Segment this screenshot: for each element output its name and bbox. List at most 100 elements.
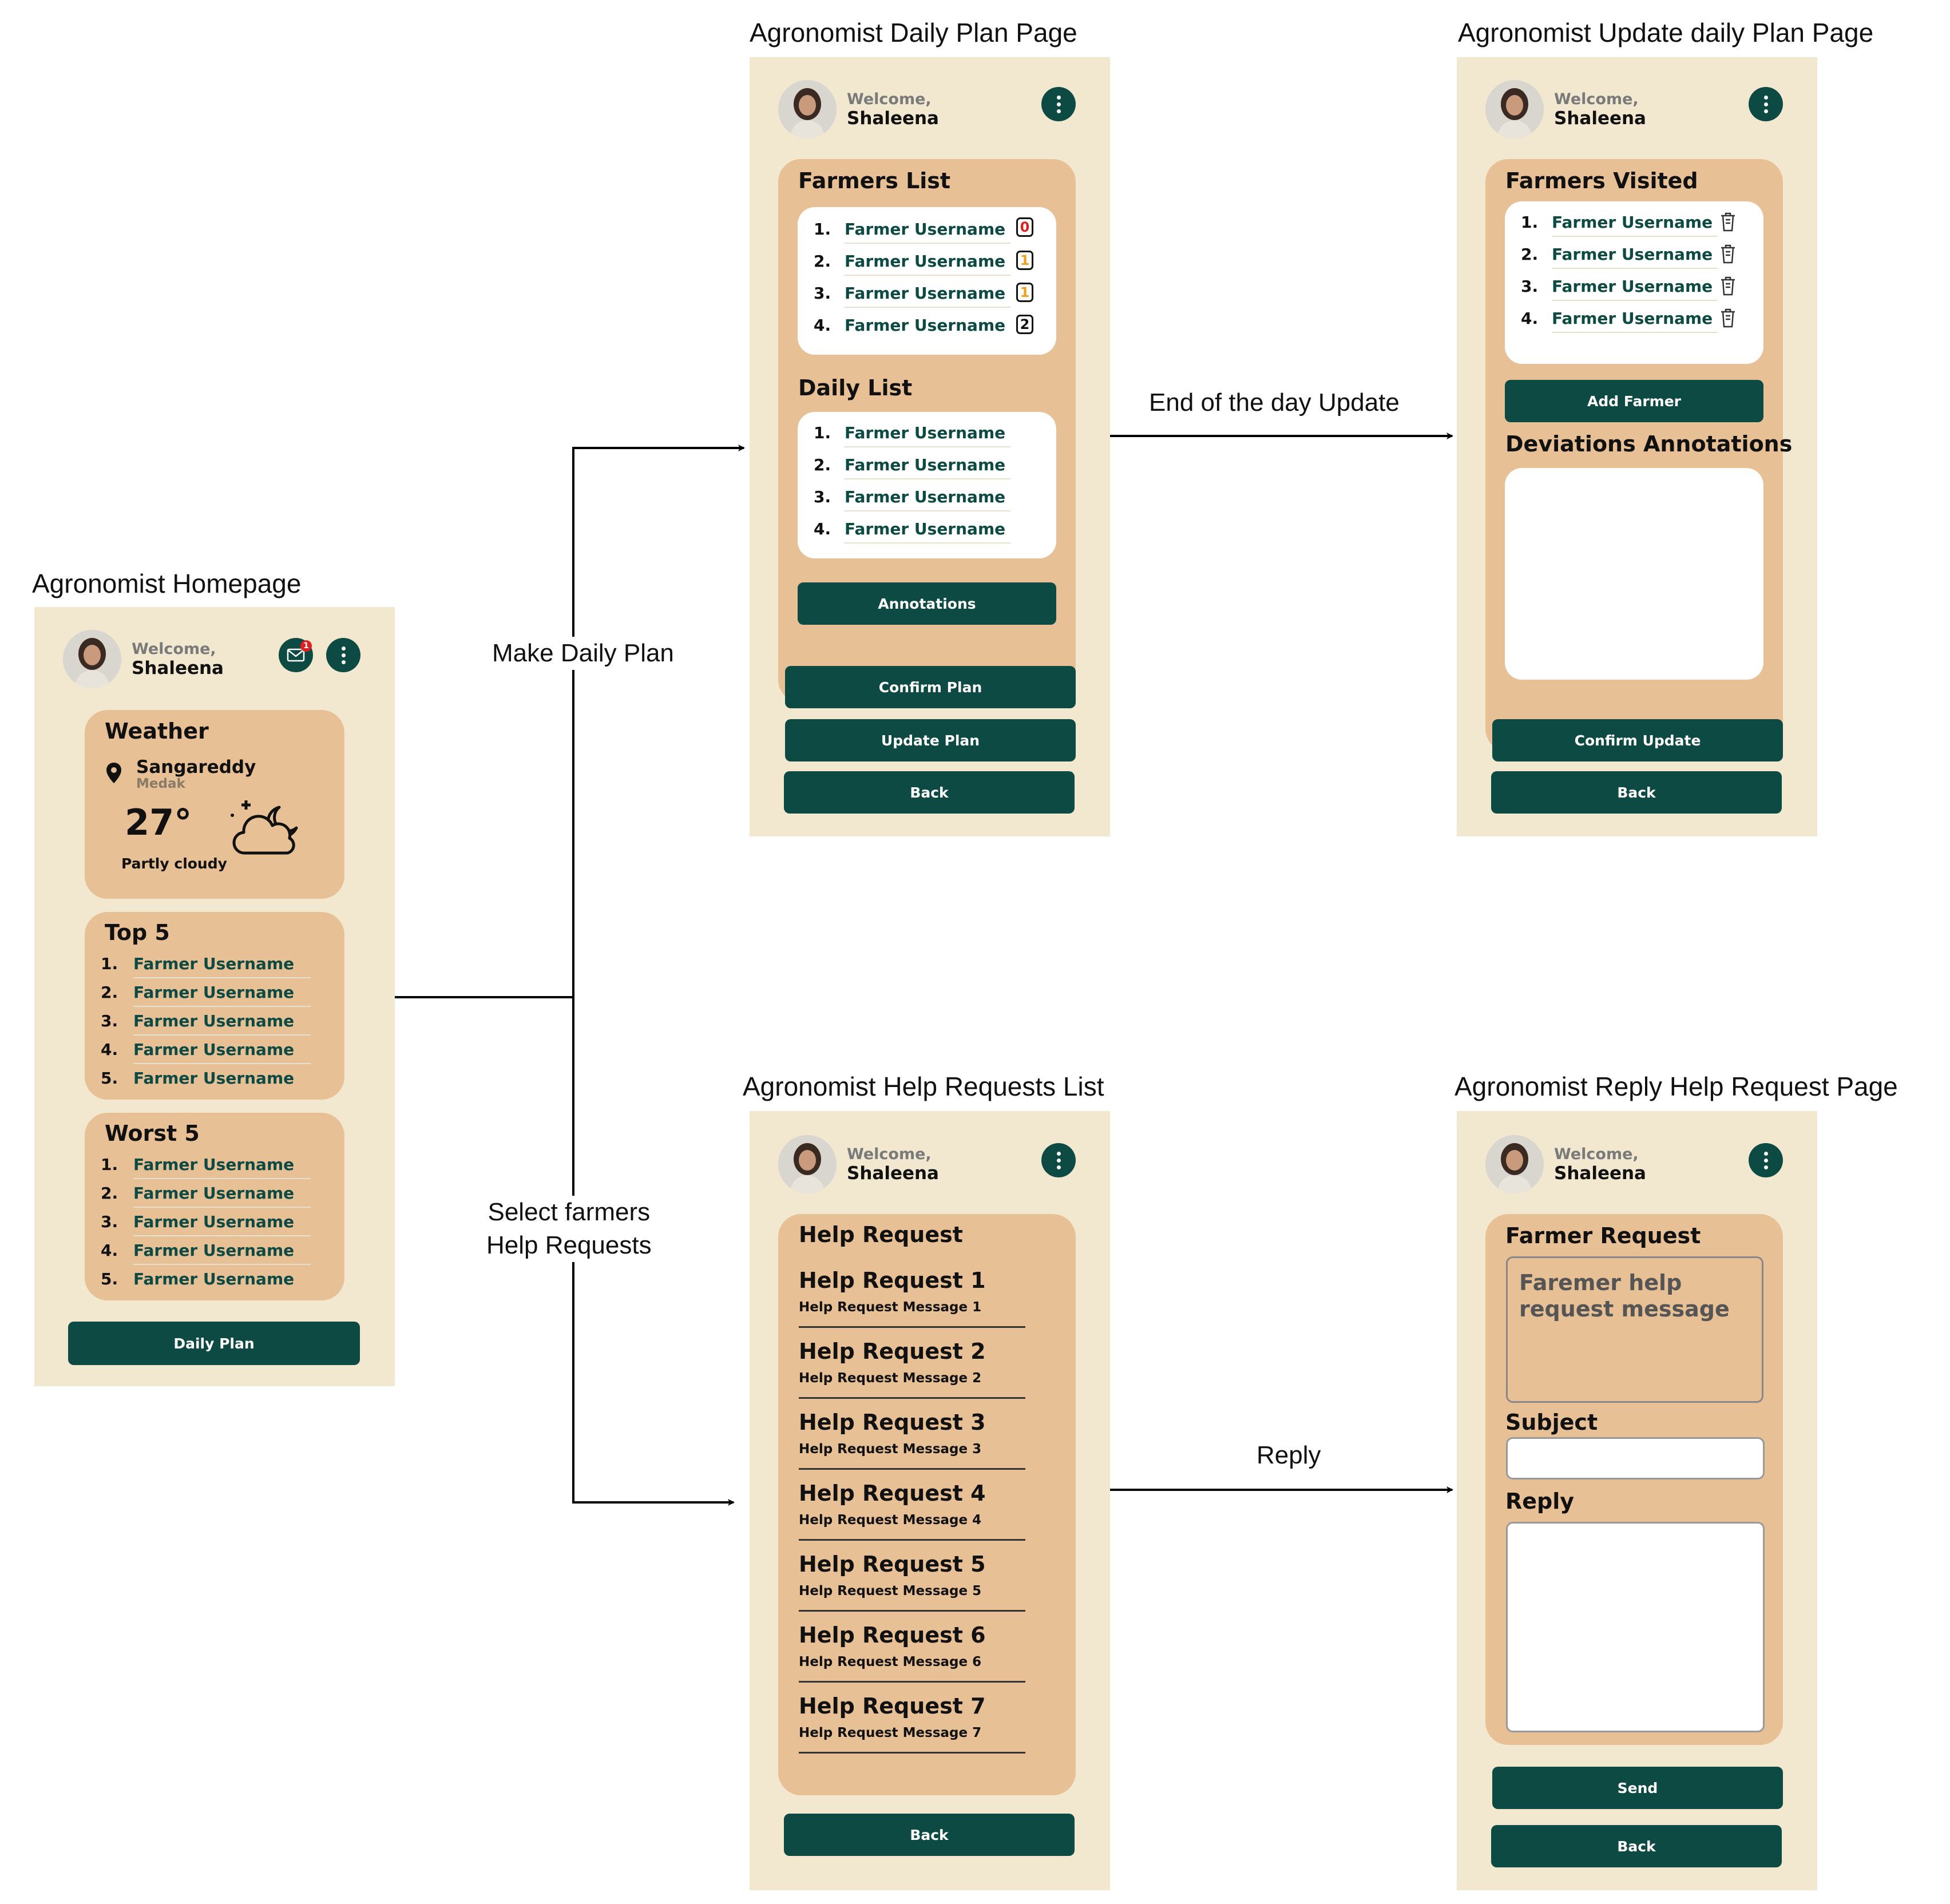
avatar[interactable] [63,630,121,688]
list-number: 5. [101,1270,118,1288]
trash-icon[interactable] [1719,244,1737,264]
back-button[interactable]: Back [784,771,1075,814]
daily-list: 1. Farmer Username 2. Farmer Username 3.… [798,412,1056,558]
farmer-request-title: Farmer Request [1505,1223,1701,1248]
avatar-photo-icon [1485,80,1544,138]
list-number: 1. [101,1155,118,1174]
avatar[interactable] [778,80,837,138]
more-options-button[interactable] [1041,1143,1076,1177]
list-number: 1. [814,423,831,442]
list-item[interactable]: Farmer Username [845,487,1006,506]
back-button[interactable]: Back [1491,771,1782,814]
edge-label-reply: Reply [1257,1439,1321,1472]
list-item[interactable]: Farmer Username [845,316,1006,335]
top5-title: Top 5 [105,920,170,945]
list-item[interactable]: Farmer Username [845,252,1006,271]
list-item[interactable]: Farmer Username [845,455,1006,474]
help-request-message: Help Request Message 5 [799,1584,982,1598]
daily-plan-button[interactable]: Daily Plan [68,1322,360,1365]
reply-card: Farmer Request Faremer help request mess… [1485,1214,1783,1745]
help-request-message: Help Request Message 4 [799,1513,982,1528]
deviations-title: Deviations Annotations [1505,431,1793,457]
update-plan-button[interactable]: Update Plan [785,719,1076,761]
list-number: 3. [814,284,831,303]
list-number: 5. [101,1069,118,1088]
list-item[interactable]: Farmer Username [133,1155,295,1174]
edge-label-end-of-day: End of the day Update [1149,386,1400,419]
list-item[interactable]: Farmer Username [845,519,1006,538]
annotations-button[interactable]: Annotations [798,582,1056,625]
help-request-title: Help Request 3 [799,1410,986,1435]
help-request-title: Help Request 1 [799,1268,986,1293]
list-item[interactable]: Farmer Username [1552,213,1713,232]
list-item[interactable]: Farmer Username [133,954,295,973]
send-button[interactable]: Send [1492,1767,1783,1809]
list-item[interactable]: Farmer Username [1552,277,1713,296]
list-number: 3. [101,1212,118,1231]
list-item[interactable]: Farmer Username [133,1270,295,1288]
list-item[interactable]: Farmer Username [133,1040,295,1059]
help-request-title: Help Request 2 [799,1339,986,1364]
list-item[interactable]: Farmer Username [845,284,1006,303]
list-number: 4. [101,1241,118,1260]
trash-icon[interactable] [1719,212,1737,232]
welcome-text: Welcome, [132,640,216,658]
edge-label-select-help: Select farmers Help Requests [486,1196,652,1262]
more-options-button[interactable] [1749,87,1783,121]
help-request-title: Help Request 7 [799,1693,986,1719]
avatar[interactable] [1485,80,1544,138]
user-name: Shaleena [847,108,939,129]
help-request-message: Help Request Message 6 [799,1655,982,1669]
back-button[interactable]: Back [784,1814,1075,1856]
reply-textarea[interactable] [1506,1522,1765,1732]
status-badge: 1 [1016,283,1033,302]
subject-input[interactable] [1506,1437,1765,1479]
confirm-plan-button[interactable]: Confirm Plan [785,666,1076,708]
avatar-photo-icon [1485,1135,1544,1193]
list-item[interactable]: Farmer Username [845,423,1006,442]
weather-card: Weather Sangareddy Medak 27° Partly clou… [85,710,344,899]
weather-condition: Partly cloudy [121,855,227,872]
add-farmer-button[interactable]: Add Farmer [1505,380,1763,422]
list-number: 2. [814,455,831,474]
list-item[interactable]: Farmer Username [133,983,295,1002]
avatar[interactable] [1485,1135,1544,1193]
list-item[interactable]: Farmer Username [845,220,1006,239]
help-request-title: Help Request 4 [799,1481,986,1506]
farmers-visited-title: Farmers Visited [1505,168,1698,193]
user-name: Shaleena [1554,108,1646,129]
daily-plan-screen: Welcome, Shaleena Farmers List 1. Farmer… [750,57,1110,836]
kebab-menu-icon [1764,1152,1768,1156]
mail-button[interactable]: 1 [279,638,313,672]
list-item[interactable]: Farmer Username [1552,309,1713,328]
list-item[interactable]: Farmer Username [1552,245,1713,264]
deviations-annotations-input[interactable] [1505,468,1763,680]
trash-icon[interactable] [1719,276,1737,296]
user-name: Shaleena [1554,1163,1646,1184]
avatar-photo-icon [63,630,121,688]
more-options-button[interactable] [326,638,360,672]
reply-label: Reply [1505,1489,1575,1514]
list-item[interactable]: Farmer Username [133,1184,295,1203]
list-number: 2. [1521,245,1539,264]
worst5-card: Worst 5 1. Farmer Username 2. Farmer Use… [85,1113,344,1300]
list-item[interactable]: Farmer Username [133,1069,295,1088]
weather-temperature: 27° [125,802,192,843]
list-item[interactable]: Farmer Username [133,1212,295,1231]
confirm-update-button[interactable]: Confirm Update [1492,719,1783,761]
farmers-visited-list: 1. Farmer Username 2. Farmer Username 3.… [1505,201,1763,364]
user-name: Shaleena [132,658,224,679]
avatar[interactable] [778,1135,837,1193]
trash-icon[interactable] [1719,308,1737,328]
help-request-title: Help Request 6 [799,1623,986,1648]
help-request-message: Help Request Message 7 [799,1726,982,1740]
help-request-message: Help Request Message 3 [799,1442,982,1457]
list-item[interactable]: Farmer Username [133,1011,295,1030]
list-item[interactable]: Farmer Username [133,1241,295,1260]
list-number: 3. [101,1011,118,1030]
more-options-button[interactable] [1749,1143,1783,1177]
more-options-button[interactable] [1041,87,1076,121]
back-button[interactable]: Back [1491,1825,1782,1867]
help-list-screen: Welcome, Shaleena Help Request Help Requ… [750,1111,1110,1890]
help-request-section-title: Help Request [799,1222,963,1247]
